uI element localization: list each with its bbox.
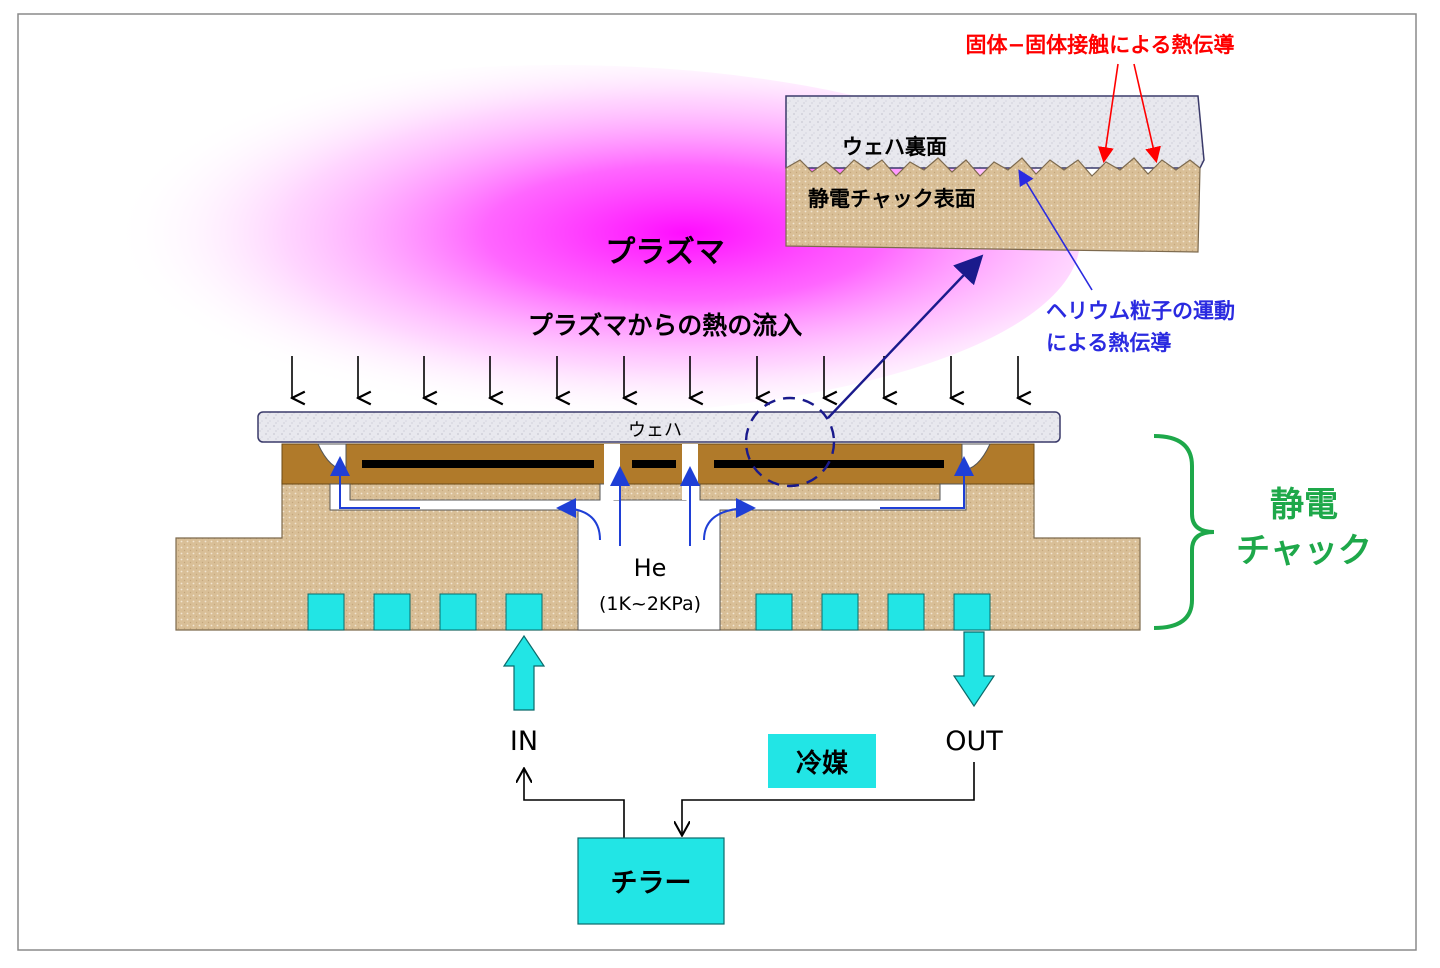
helium-conduction-arrow [1018,169,1093,291]
inset-chuck-surface-label: 静電チャック表面 [808,187,976,211]
pipe-from-out [682,762,975,834]
solid-contact-label: 固体−固体接触による熱伝導 [966,33,1235,57]
inset-wafer-surface-label: ウェハ裏面 [842,135,947,159]
helium-channel [329,483,967,631]
coolant-channel [439,593,477,631]
wafer-label: ウェハ [628,420,682,441]
coolant-channel [755,593,793,631]
wafer [257,411,1061,443]
zoom-leader-arrow [827,254,984,419]
helium-flow-arrows [330,456,974,546]
zoom-circle [744,396,836,488]
gas-hole [604,444,620,500]
chuck-label-1: 静電 [1270,485,1338,525]
plasma-label: プラズマ [605,235,724,270]
helium-conduction-label-1: ヘリウム粒子の運動 [1046,299,1235,323]
chiller-label: チラー [611,868,692,899]
heat-inflow-arrows [292,356,1018,398]
electrode [362,460,594,468]
coolant-channel [307,593,345,631]
solid-contact-arrow [1133,63,1161,164]
coolant-box [768,734,876,788]
pipe-to-in [524,770,625,838]
chiller-box [577,837,725,925]
inset-magnified-view: ウェハ裏面 静電チャック表面 [785,95,1205,253]
flow-arrow [880,456,974,509]
flow-arrow [330,456,420,509]
helium-conduction-label-2: による熱伝導 [1046,331,1171,355]
heat-inflow-label: プラズマからの熱の流入 [528,311,803,340]
chuck-label-2: チャック [1236,531,1372,571]
chuck-bracket [1153,434,1215,630]
flow-arrow [556,498,601,541]
coolant-out-arrow [952,631,996,708]
coolant-channel [373,593,411,631]
coolant-out-label: OUT [945,726,1003,757]
coolant-channel [505,593,543,631]
coolant-in-arrow [502,634,546,711]
coolant-in-label: IN [510,726,538,757]
coolant-label: 冷媒 [796,748,849,779]
inset-chuck [785,157,1201,253]
coolant-channels [307,593,991,631]
helium-pressure: (1K~2KPa) [599,593,701,615]
coolant-channel [953,593,991,631]
electrode [632,460,676,468]
flow-arrow [703,498,756,541]
helium-label: He [634,554,667,582]
coolant-channel [887,593,925,631]
coolant-channel [821,593,859,631]
solid-contact-arrow [1097,63,1119,164]
